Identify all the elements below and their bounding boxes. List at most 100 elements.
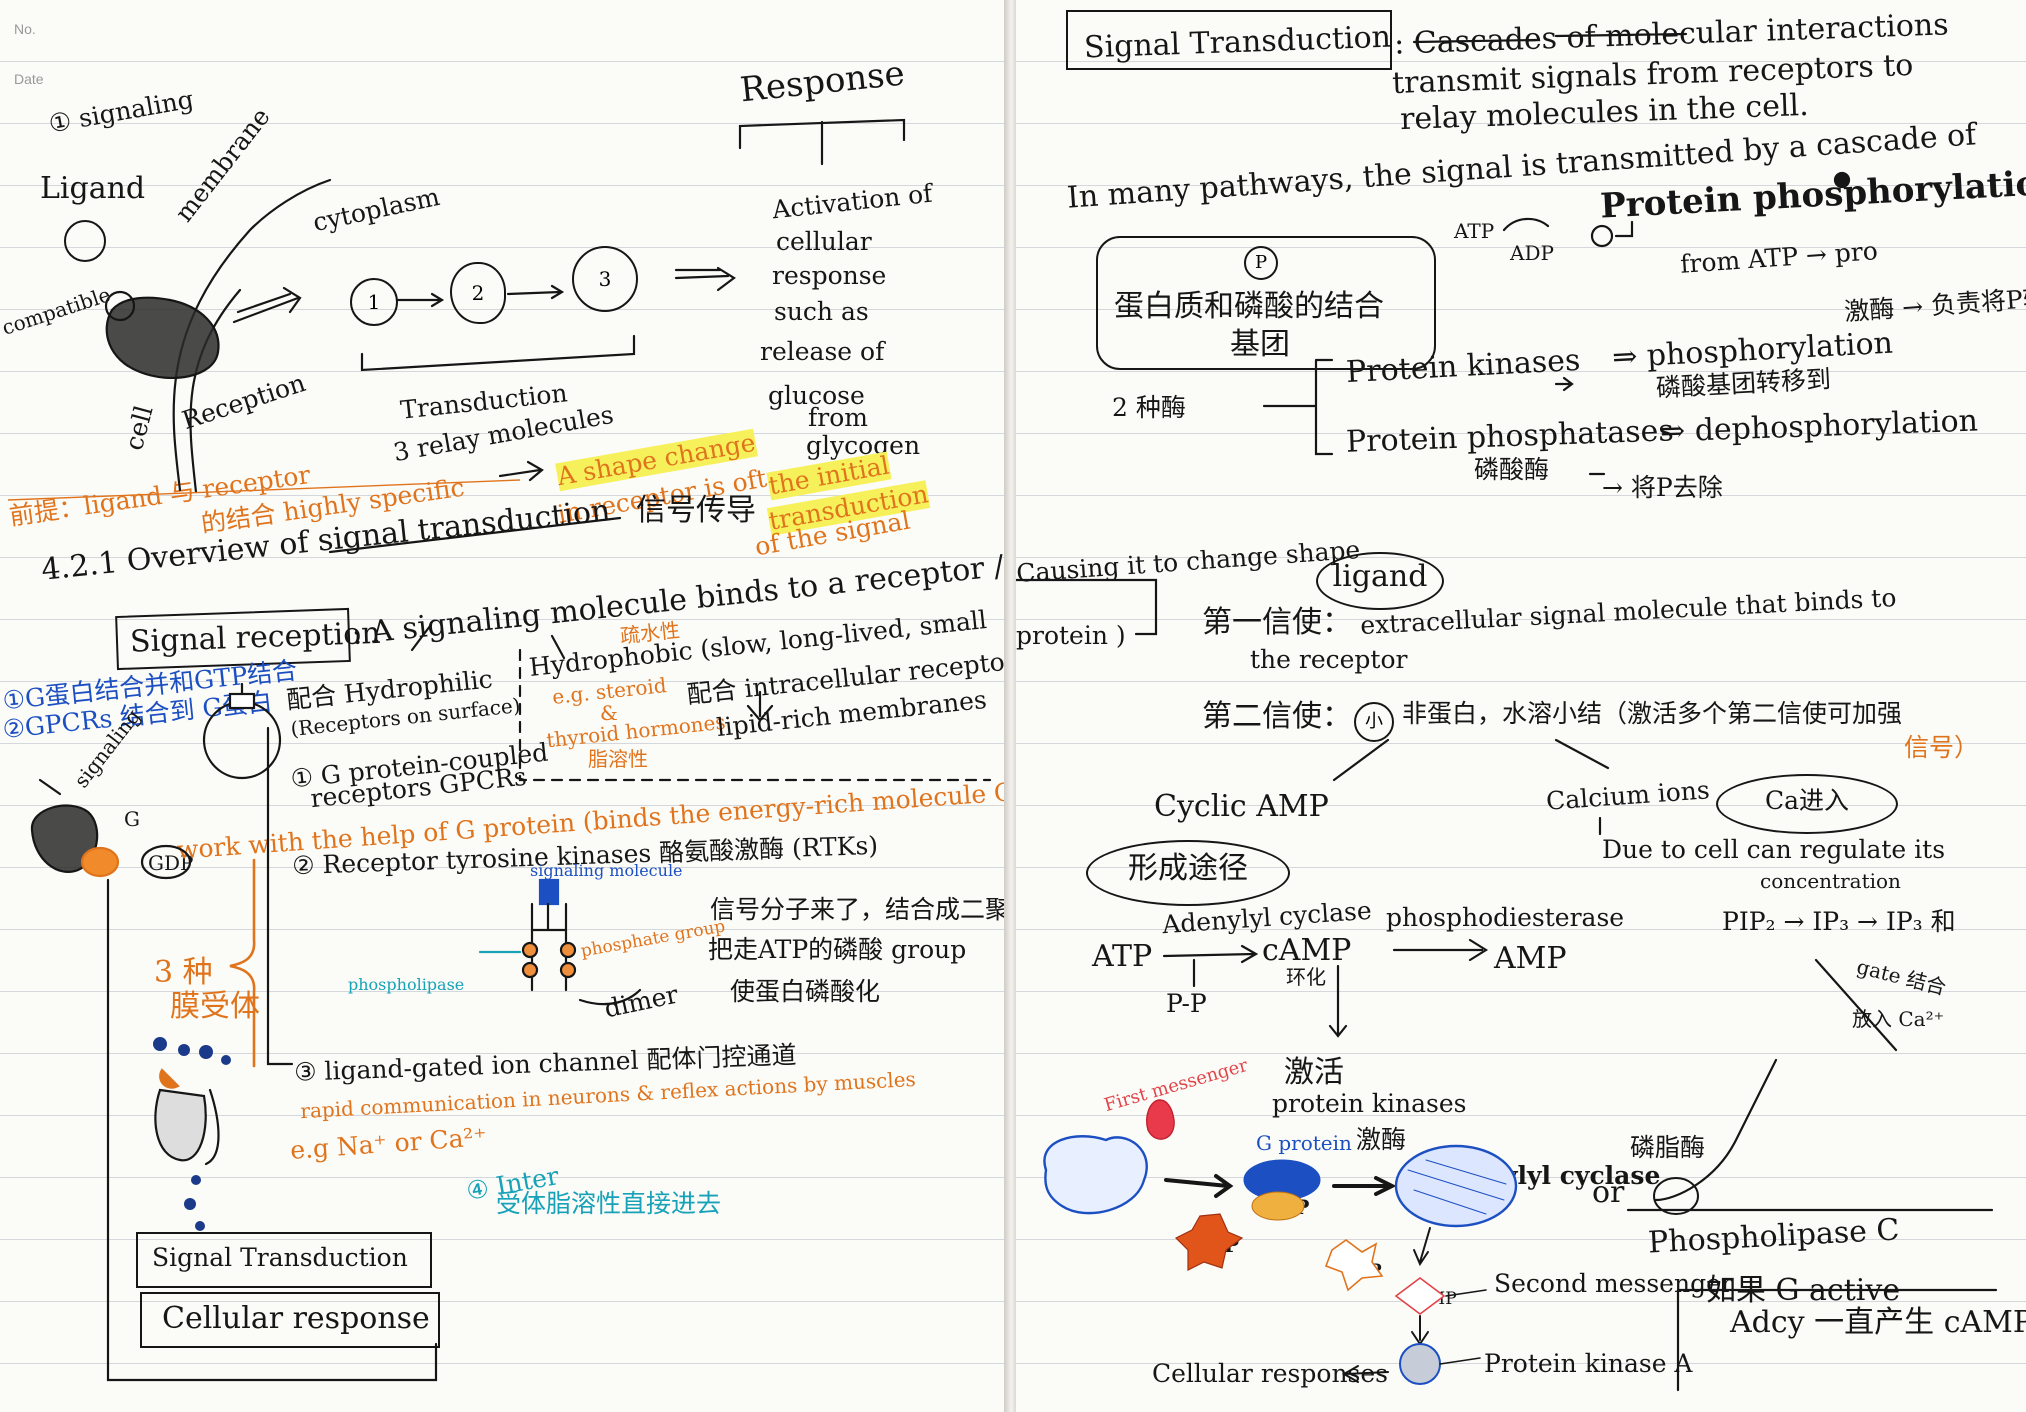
p-circle: P xyxy=(1244,246,1278,280)
g-small: G xyxy=(124,807,140,831)
phospholipase-label: phospholipase xyxy=(348,975,465,994)
second-messenger-cn: 第二信使： xyxy=(1202,699,1352,734)
from-atp-note: from ATP → pro xyxy=(1679,236,1879,279)
left-page: No. Date ① signaling Ligand membrane cyt… xyxy=(0,0,1008,1412)
relay-3: 3 xyxy=(572,246,638,312)
phosphate-group-label: phosphate group xyxy=(579,916,727,962)
rtk-note-3: 使蛋白磷酸化 xyxy=(730,977,881,1006)
activation-line-5: release of xyxy=(760,337,885,366)
protein-kinases-2: protein kinases xyxy=(1272,1089,1467,1118)
due-to-note: Due to cell can regulate its xyxy=(1602,835,1946,864)
right-page: Signal Transduction : Cascades of molecu… xyxy=(1016,0,2026,1412)
concentration-note: concentration xyxy=(1760,869,1901,893)
no-label: No. xyxy=(14,21,36,37)
signal-transduction-box-label: Signal Transduction xyxy=(152,1243,408,1272)
second-messenger-note: 非蛋白，水溶小结（激活多个第二信使可加强 xyxy=(1402,699,1903,728)
activation-line-7: from xyxy=(808,403,868,432)
phospho-box-cn-2: 基团 xyxy=(1230,327,1290,362)
gtp-label: GTP xyxy=(1192,1233,1240,1257)
pp-label: P-P xyxy=(1166,989,1207,1018)
cytoplasm-label: cytoplasm xyxy=(310,181,443,238)
inter-cn: 受体脂溶性直接进去 xyxy=(496,1189,722,1218)
ligand-label: Ligand xyxy=(40,171,146,206)
dephosphorylation-label: ⇒ dephosphorylation xyxy=(1659,403,1979,450)
rtk-note-1: 信号分子来了，结合成二聚体 xyxy=(710,895,1008,924)
protein-paren: protein ) xyxy=(1016,621,1126,650)
phospholipase-c: Phospholipase C xyxy=(1647,1212,1901,1261)
overview-heading-cn: 信号传导 xyxy=(636,493,756,528)
two-enzymes: 2 种酶 xyxy=(1112,393,1186,422)
ligand-circle: ligand xyxy=(1316,552,1444,610)
signal-transduction-title-box: Signal Transduction xyxy=(1066,10,1392,70)
cellular-responses-label: Cellular responses xyxy=(1152,1359,1388,1388)
cell-label: cell xyxy=(119,402,159,454)
rtk-note-2: 把走ATP的磷酸 group xyxy=(708,935,967,964)
signaling-step: ① signaling xyxy=(46,84,196,139)
protein-phosphatases: Protein phosphatases xyxy=(1345,413,1675,460)
response-label: Response xyxy=(738,53,907,111)
relay-1: 1 xyxy=(350,278,398,326)
protein-kinase-a-label: Protein kinase A xyxy=(1484,1349,1693,1378)
relay-2: 2 xyxy=(450,262,506,324)
ligand-dot xyxy=(64,220,106,262)
sig-molecule-label: signaling molecule xyxy=(530,861,683,880)
form-cn-oval: 形成途径 xyxy=(1086,840,1290,906)
kinase-cn-note: 激酶 → 负责将P转移到其他分子 xyxy=(1843,272,2026,327)
camp-reaction: cAMP xyxy=(1262,933,1352,968)
signal-reception-box: Signal reception xyxy=(115,607,381,671)
atp-badge: ATP xyxy=(1344,1261,1382,1281)
gpcr-label: GPCR xyxy=(1044,1165,1119,1194)
activation-line-1: Activation of xyxy=(770,178,934,225)
atp-label: ATP xyxy=(1454,219,1495,243)
phospholipase-cn: 磷脂酶 xyxy=(1630,1133,1706,1162)
phosphodiesterase-label: phosphodiesterase xyxy=(1386,903,1625,932)
form-cn-label: 形成途径 xyxy=(1128,851,1248,886)
ca-circle: Ca进入 xyxy=(1716,774,1898,834)
ca-circle-label: Ca进入 xyxy=(1764,786,1850,815)
g-protein-label: G protein xyxy=(1256,1131,1352,1155)
small-circle-label: 小 xyxy=(1365,711,1383,732)
signal-reception-label: Signal reception xyxy=(129,615,382,660)
adcy-note: Adcy 一直产生 cAMP xyxy=(1730,1305,2026,1340)
p-circle-label: P xyxy=(1254,252,1268,273)
first-messenger-cn: 第一信使： xyxy=(1202,605,1352,640)
membrane-receptors: 膜受体 xyxy=(170,989,260,1024)
first-messenger-label: First messenger xyxy=(1101,1054,1251,1117)
eg-ion-note: e.g Na⁺ or Ca²⁺ xyxy=(289,1122,488,1165)
activation-line-6: glucose xyxy=(768,381,865,410)
activation-line-4: such as xyxy=(774,297,869,326)
three-types: 3 种 xyxy=(154,955,213,990)
lipid-cn: 脂溶性 xyxy=(588,747,648,771)
phosphatase-cn: 磷酸酶 xyxy=(1474,455,1550,484)
membrane-label: membrane xyxy=(169,102,276,228)
signal-transduction-box: Signal Transduction xyxy=(136,1232,432,1288)
adp-label: ADP xyxy=(1510,241,1554,265)
relay-3-number: 3 xyxy=(598,267,612,291)
activation-line-3: response xyxy=(772,261,887,290)
gate-note: gate 结合 xyxy=(1854,954,1949,1000)
activation-line-2: cellular xyxy=(776,227,872,256)
kinase-cn-2: 激酶 xyxy=(1356,1125,1407,1154)
reception-label: Reception xyxy=(178,368,309,436)
cellular-response-box-label: Cellular response xyxy=(162,1301,430,1336)
atp-reaction: ATP xyxy=(1092,939,1153,974)
thyroid-label: thyroid hormones xyxy=(545,709,727,753)
compatible-label: compatible xyxy=(0,282,114,340)
cellular-response-box: Cellular response xyxy=(140,1292,440,1348)
signal-transduction-title: Signal Transduction xyxy=(1083,19,1392,66)
adenylyl-cyclase-label: Adenylyl cyclase xyxy=(1432,1161,1661,1190)
phospho-box-cn-1: 蛋白质和磷酸的结合 xyxy=(1114,289,1384,324)
pip-note: PIP₂ → IP₃ → IP₃ 和 xyxy=(1722,907,1956,936)
camp-badge: cAMP xyxy=(1406,1289,1457,1309)
remove-cn: → 将P去除 xyxy=(1602,473,1723,502)
first-messenger-def: extracellular signal molecule that binds… xyxy=(1359,582,1898,641)
if-g-note: 如果 G active xyxy=(1706,1273,1901,1308)
calcium-label: Calcium ions xyxy=(1545,775,1711,816)
or-label: or xyxy=(1592,1175,1625,1210)
cyclic-amp-label: Cyclic AMP xyxy=(1154,789,1329,824)
phospho-box: P 蛋白质和磷酸的结合 基团 xyxy=(1096,236,1436,370)
causing-note: Causing it to change shape xyxy=(1016,535,1362,588)
relay-1-number: 1 xyxy=(367,290,381,314)
ligand-circle-label: ligand xyxy=(1332,559,1428,594)
